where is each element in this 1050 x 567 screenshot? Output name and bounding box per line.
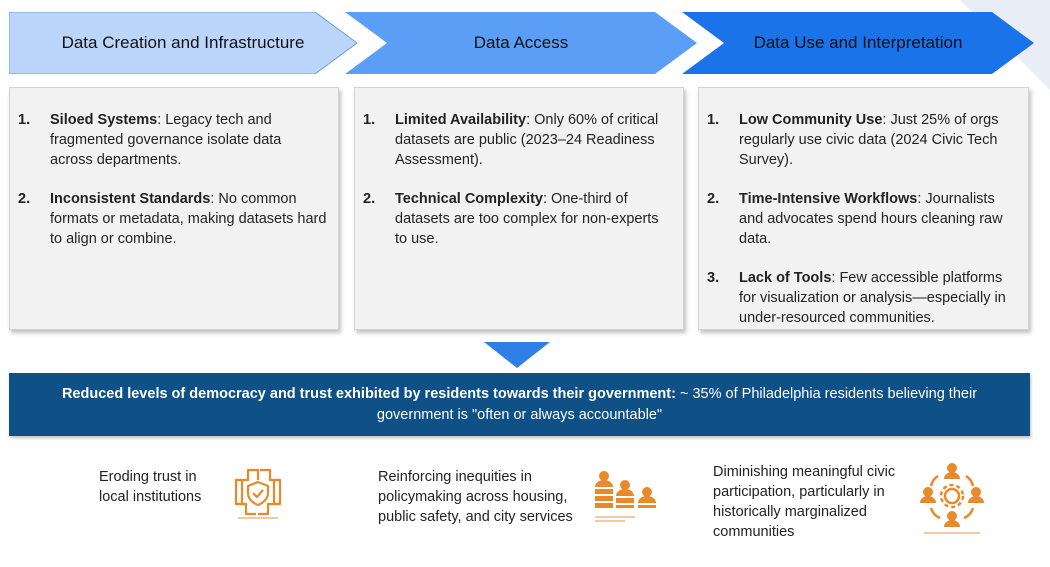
- item-body: : One-third of datasets are too complex …: [395, 191, 659, 247]
- list-item: 3. Lack of Tools: Few accessible platfor…: [707, 268, 1018, 328]
- item-title: Time-Intensive Workflows: [739, 191, 918, 207]
- item-text: Technical Complexity: One-third of datas…: [395, 189, 673, 249]
- item-number: 1.: [363, 112, 376, 128]
- item-body: : Only 60% of critical datasets are publ…: [395, 112, 659, 168]
- stage-label: Data Creation and Infrastructure: [61, 33, 305, 52]
- item-body: : Few accessible platforms for visualiza…: [739, 270, 1006, 326]
- list-item: 1. Siloed Systems: Legacy tech and fragm…: [18, 110, 328, 170]
- stage-label: Data Use and Interpretation: [753, 33, 963, 52]
- item-text: Low Community Use: Just 25% of orgs regu…: [739, 110, 1018, 170]
- item-title: Technical Complexity: [395, 191, 543, 207]
- stage-label: Data Access: [473, 33, 569, 52]
- banner-body: ~ 35% of Philadelphia residents believin…: [376, 385, 978, 423]
- item-text: Siloed Systems: Legacy tech and fragment…: [50, 110, 328, 170]
- banner-text: Reduced levels of democracy and trust ex…: [23, 384, 1016, 426]
- unequal-people-icon: [595, 471, 656, 522]
- item-number: 1.: [18, 112, 31, 128]
- list-item: 1. Low Community Use: Just 25% of orgs r…: [707, 110, 1018, 170]
- column-box-use: 1. Low Community Use: Just 25% of orgs r…: [698, 87, 1029, 330]
- list-item: 2. Inconsistent Standards: No common for…: [18, 189, 328, 249]
- column-box-access: 1. Limited Availability: Only 60% of cri…: [354, 87, 684, 330]
- impact-diminishing-participation: Diminishing meaningful civic participati…: [713, 464, 896, 540]
- list-item: 2. Time-Intensive Workflows: Journalists…: [707, 189, 1018, 249]
- impact-eroding-trust: Eroding trust in local institutions: [99, 469, 202, 505]
- item-body: : Legacy tech and fragmented governance …: [50, 112, 282, 168]
- list-item: 1. Limited Availability: Only 60% of cri…: [363, 110, 673, 170]
- banner-bold: Reduced levels of democracy and trust ex…: [61, 385, 676, 402]
- item-title: Lack of Tools: [739, 270, 832, 286]
- item-text: Time-Intensive Workflows: Journalists an…: [739, 189, 1018, 249]
- stage-data-use: Data Use and Interpretation: [682, 12, 1034, 74]
- item-title: Limited Availability: [395, 112, 527, 128]
- item-body: : Journalists and advocates spend hours …: [739, 191, 1003, 247]
- item-body: : Just 25% of orgs regularly use civic d…: [739, 112, 999, 168]
- people-gear-icon: [920, 463, 984, 534]
- outcome-banner: Reduced levels of democracy and trust ex…: [9, 373, 1030, 436]
- hands-shield-icon: [234, 468, 282, 519]
- stage-arrow-shape: [9, 12, 357, 74]
- stage-data-access: Data Access: [345, 12, 697, 74]
- item-number: 2.: [18, 191, 31, 207]
- stage-data-creation: Data Creation and Infrastructure: [9, 12, 357, 74]
- item-body: : No common formats or metadata, making …: [50, 191, 327, 247]
- stage-arrow-shape: [682, 12, 1034, 74]
- item-text: Inconsistent Standards: No common format…: [50, 189, 328, 249]
- item-number: 2.: [363, 191, 376, 207]
- down-arrow-icon: [484, 342, 550, 368]
- item-number: 3.: [707, 270, 720, 286]
- stage-arrow-shape: [345, 12, 697, 74]
- list-item: 2. Technical Complexity: One-third of da…: [363, 189, 673, 249]
- impact-reinforcing-inequities: Reinforcing inequities in policymaking a…: [378, 469, 573, 525]
- item-text: Lack of Tools: Few accessible platforms …: [739, 268, 1018, 328]
- item-title: Inconsistent Standards: [50, 191, 211, 207]
- column-box-creation: 1. Siloed Systems: Legacy tech and fragm…: [9, 87, 339, 330]
- item-number: 2.: [707, 191, 720, 207]
- item-number: 1.: [707, 112, 720, 128]
- item-text: Limited Availability: Only 60% of critic…: [395, 110, 673, 170]
- item-title: Low Community Use: [739, 112, 883, 128]
- item-title: Siloed Systems: [50, 112, 158, 128]
